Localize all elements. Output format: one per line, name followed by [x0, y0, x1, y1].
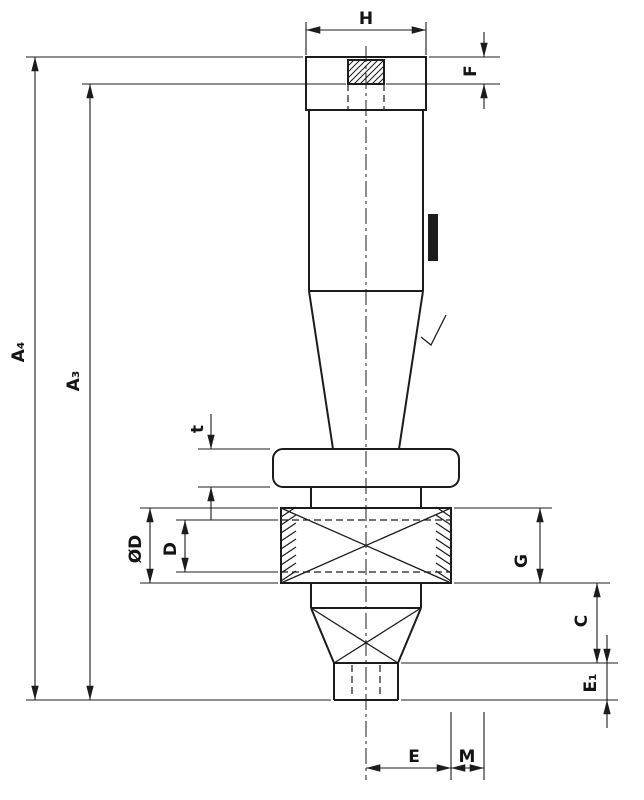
- dimension-lines: [31, 26, 611, 772]
- dim-label-f: F: [461, 65, 481, 77]
- dim-label-t: t: [188, 425, 208, 433]
- flange: [272, 448, 460, 488]
- flat-face-diagonals: [280, 507, 452, 664]
- dim-label-d: D: [161, 542, 181, 556]
- dim-label-m: M: [459, 747, 476, 767]
- dim-label-a4: A₄: [9, 342, 29, 363]
- dim-label-c: C: [572, 615, 592, 627]
- dim-label-g: G: [512, 554, 532, 568]
- dim-label-od: ØD: [126, 535, 146, 564]
- dimension-labels: H F A₄ A₃ t ØD D G C E₁ E M: [9, 9, 601, 767]
- dim-label-a3: A₃: [64, 371, 84, 392]
- cap: [305, 56, 427, 111]
- dim-label-e: E: [408, 747, 420, 767]
- socket-hatch: [347, 59, 385, 85]
- part-outline: [272, 56, 460, 701]
- hidden-lines: [281, 84, 451, 698]
- dim-label-e1: E₁: [581, 673, 601, 692]
- dimension-extension-lines: [26, 22, 618, 780]
- surface-finish-symbol: [420, 314, 447, 347]
- thread-ticks: [280, 506, 452, 582]
- dim-label-h: H: [359, 9, 373, 29]
- side-marker-bar: [428, 214, 438, 261]
- stem: [308, 110, 424, 450]
